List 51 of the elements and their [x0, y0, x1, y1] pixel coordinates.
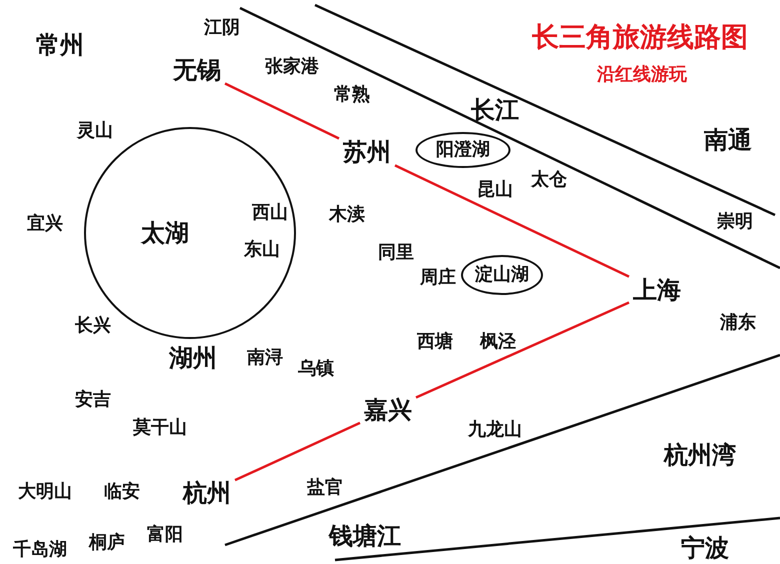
place-name: 常熟	[334, 85, 370, 105]
place-name: 张家港	[265, 57, 319, 77]
place-name: 西山	[252, 203, 288, 223]
city-name: 宁波	[681, 534, 729, 562]
city-name: 苏州	[343, 138, 391, 166]
place-name: 浦东	[720, 313, 756, 333]
lake-name: 阳澄湖	[436, 140, 490, 160]
map-title: 长三角旅游线路图	[532, 23, 748, 53]
place-name: 富阳	[147, 525, 183, 545]
place-name: 桐庐	[89, 533, 125, 553]
city-name: 常州	[36, 32, 84, 58]
city-name: 南通	[704, 126, 752, 154]
place-name: 宜兴	[27, 214, 63, 234]
place-name: 安吉	[75, 390, 111, 410]
place-name: 灵山	[77, 121, 113, 141]
city-name: 湖州	[169, 344, 217, 372]
place-name: 木渎	[329, 205, 365, 225]
place-name: 崇明	[717, 212, 753, 232]
route-line	[224, 82, 340, 140]
lake-ellipse	[416, 132, 510, 168]
place-name: 枫泾	[480, 332, 516, 352]
place-name: 钱塘江	[329, 522, 401, 550]
place-name: 同里	[378, 243, 414, 263]
city-name: 嘉兴	[364, 396, 412, 424]
place-name: 大明山	[18, 482, 72, 502]
route-line	[394, 164, 630, 278]
place-name: 周庄	[420, 268, 456, 288]
place-name: 临安	[104, 482, 140, 502]
place-name: 乌镇	[298, 359, 334, 379]
city-name: 上海	[633, 276, 681, 304]
city-name: 无锡	[173, 56, 221, 84]
route-line	[416, 301, 630, 399]
city-name: 杭州	[183, 480, 231, 506]
route-line	[234, 422, 361, 482]
place-name: 莫干山	[133, 418, 187, 438]
place-name: 南浔	[247, 348, 283, 368]
lake-name: 太湖	[141, 220, 190, 246]
place-name: 昆山	[477, 180, 513, 200]
place-name: 千岛湖	[13, 540, 67, 560]
place-name: 杭州湾	[664, 442, 736, 468]
lake-ellipse	[461, 255, 543, 295]
subtitle: 沿红线游玩	[597, 65, 687, 85]
place-name: 西塘	[417, 332, 453, 352]
place-name: 江阴	[204, 18, 240, 38]
place-name: 长兴	[75, 316, 111, 336]
place-name: 盐官	[307, 478, 343, 498]
place-name: 九龙山	[468, 420, 522, 440]
lake-name: 淀山湖	[475, 265, 529, 285]
place-name: 太仓	[531, 170, 567, 190]
place-name: 长江	[471, 96, 519, 124]
place-name: 东山	[244, 240, 280, 260]
